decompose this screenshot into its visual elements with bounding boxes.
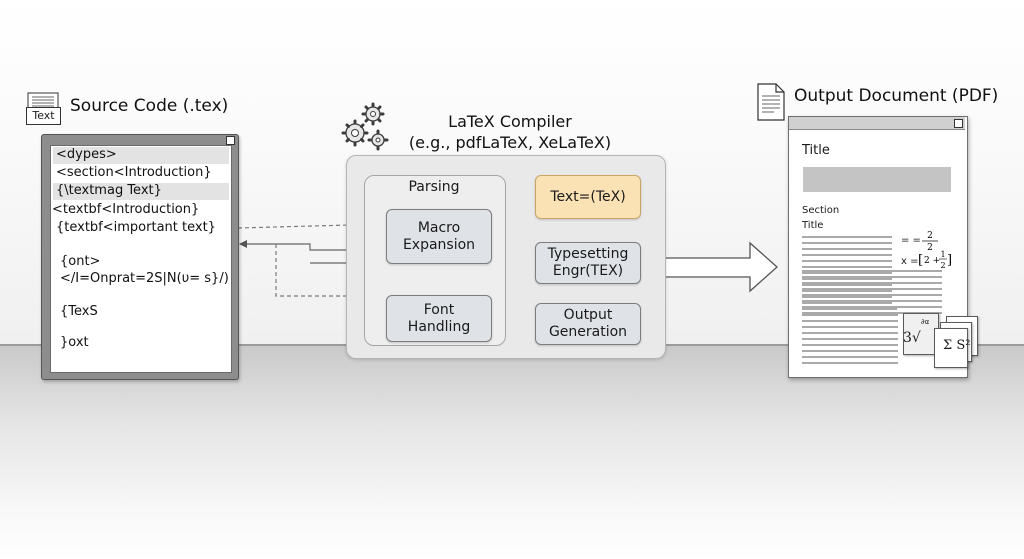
doc-text-line — [802, 282, 942, 284]
doc-section-heading: Section Title — [802, 203, 839, 233]
node-macro-label: Macro Expansion — [402, 219, 476, 253]
doc-text-line — [802, 332, 898, 334]
doc-text-line — [802, 314, 898, 316]
doc-text-line — [802, 302, 892, 304]
dashed-source-to-font — [275, 244, 386, 297]
doc-text-line — [802, 242, 892, 244]
formula-sigma: Σ S² — [943, 338, 971, 353]
doc-text-line — [802, 294, 942, 296]
node-tex-label: Text=(TeX) — [550, 188, 626, 205]
stacked-page-front — [934, 328, 968, 368]
formula-fraction-1: 2 2 — [922, 231, 938, 252]
code-line-2: <section<Introduction} — [56, 165, 212, 180]
node-font-label: Font Handling — [407, 301, 471, 335]
output-title: Output Document (PDF) — [794, 86, 999, 106]
doc-text-line — [802, 254, 892, 256]
doc-section-label: Section — [802, 205, 840, 216]
code-line-6: {ont> — [60, 254, 101, 269]
gears-icon — [341, 102, 389, 151]
node-typesetting-label: Typesetting Engr(TEX) — [547, 246, 629, 279]
doc-text-line — [802, 326, 898, 328]
text-icon-label: Text — [26, 107, 61, 125]
node-font-handling: Font Handling — [386, 295, 492, 342]
code-line-5: {textbf<important text} — [56, 220, 216, 235]
code-highlight-2 — [53, 183, 229, 200]
doc-text-line — [802, 306, 942, 308]
background-floor — [0, 345, 1024, 559]
node-output-label: Output Generation — [548, 307, 628, 340]
dashed-source-to-macro — [237, 223, 387, 229]
formula-radical: 3√ — [903, 330, 921, 346]
doc-text-line — [802, 296, 892, 298]
doc-text-line — [802, 278, 892, 280]
source-window-button[interactable] — [226, 136, 235, 145]
svg-text:1: 1 — [940, 250, 945, 259]
source-title: Source Code (.tex) — [70, 96, 229, 116]
svg-text:2: 2 — [940, 261, 945, 270]
doc-text-line — [802, 276, 942, 278]
text-document-icon — [27, 92, 59, 112]
svg-text:2: 2 — [927, 231, 933, 241]
svg-text:]: ] — [947, 253, 952, 268]
code-highlight-1 — [53, 147, 229, 164]
doc-text-line — [802, 236, 892, 238]
code-line-8: {TexS — [60, 304, 98, 319]
node-output-generation: Output Generation — [535, 303, 641, 345]
doc-text-line — [802, 284, 892, 286]
doc-text-line — [802, 344, 898, 346]
pdf-document-icon — [757, 83, 785, 121]
svg-text:2: 2 — [927, 243, 933, 252]
doc-text-line — [802, 356, 898, 358]
svg-text:[: [ — [918, 253, 923, 268]
compiler-title-line-2: (e.g., pdfLaTeX, XeLaTeX) — [408, 133, 612, 152]
doc-text-line — [802, 290, 892, 292]
doc-title: Title — [802, 143, 830, 158]
doc-text-line — [802, 362, 898, 364]
doc-text-line — [802, 270, 942, 272]
doc-text-line — [802, 272, 892, 274]
formula-bracket: [ 2 + 1 2 ] — [918, 250, 952, 270]
doc-text-line — [802, 260, 892, 262]
node-macro-expansion: Macro Expansion — [386, 209, 492, 264]
code-line-1: <dypes> — [56, 147, 117, 162]
node-typesetting-engine: Typesetting Engr(TEX) — [535, 242, 641, 284]
doc-text-line — [802, 320, 898, 322]
code-line-9: }oxt — [60, 335, 89, 350]
doc-text-line — [802, 288, 942, 290]
formula-small: ∂α — [921, 318, 930, 326]
code-line-7: </I=Onprat=2S|N(υ= s}/) — [60, 271, 229, 286]
doc-text-line — [802, 338, 898, 340]
doc-text-line — [802, 300, 942, 302]
code-line-3: {\textmag Text} — [56, 183, 162, 198]
doc-title-block — [803, 167, 951, 192]
compiler-title-line-1: LaTeX Compiler — [448, 112, 572, 131]
output-window-button[interactable] — [954, 119, 963, 128]
formula-2: x = — [901, 256, 919, 267]
doc-section-title: Title — [802, 220, 824, 231]
svg-text:2 +: 2 + — [924, 256, 940, 266]
doc-text-line — [802, 266, 892, 268]
doc-text-line — [802, 350, 898, 352]
node-tex: Text=(TeX) — [535, 175, 641, 219]
parsing-label: Parsing — [408, 179, 460, 195]
compiler-title: LaTeX Compiler (e.g., pdfLaTeX, XeLaTeX) — [380, 111, 640, 153]
doc-text-line — [802, 308, 897, 310]
formula-1: = = — [901, 235, 921, 246]
output-window-bar — [789, 117, 965, 130]
doc-text-line — [802, 312, 942, 314]
doc-text-line — [802, 248, 892, 250]
code-line-4: <textbf<Introduction} — [52, 202, 200, 217]
